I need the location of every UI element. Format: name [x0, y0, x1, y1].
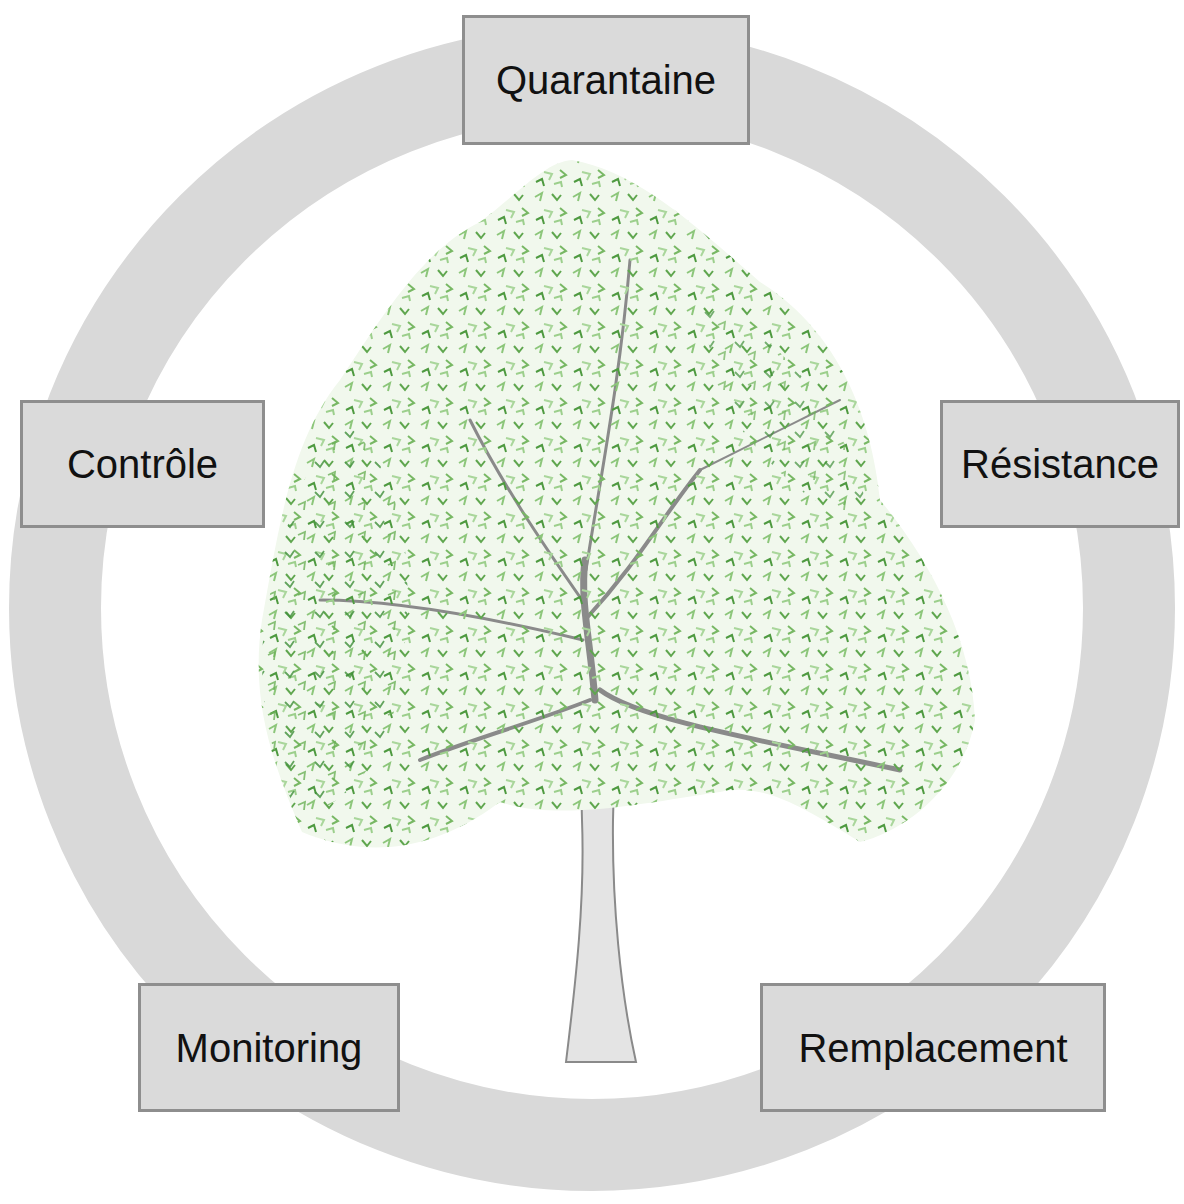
- strategy-label: Quarantaine: [496, 57, 716, 103]
- strategy-box: Quarantaine: [462, 15, 750, 145]
- strategy-box: Résistance: [940, 400, 1180, 528]
- strategy-label: Résistance: [961, 441, 1159, 487]
- strategy-box: Remplacement: [760, 983, 1106, 1112]
- strategy-label: Contrôle: [67, 441, 218, 487]
- strategy-label: Monitoring: [176, 1025, 363, 1071]
- strategy-label: Remplacement: [798, 1025, 1067, 1071]
- strategy-box: Contrôle: [20, 400, 265, 528]
- strategy-box: Monitoring: [138, 983, 400, 1112]
